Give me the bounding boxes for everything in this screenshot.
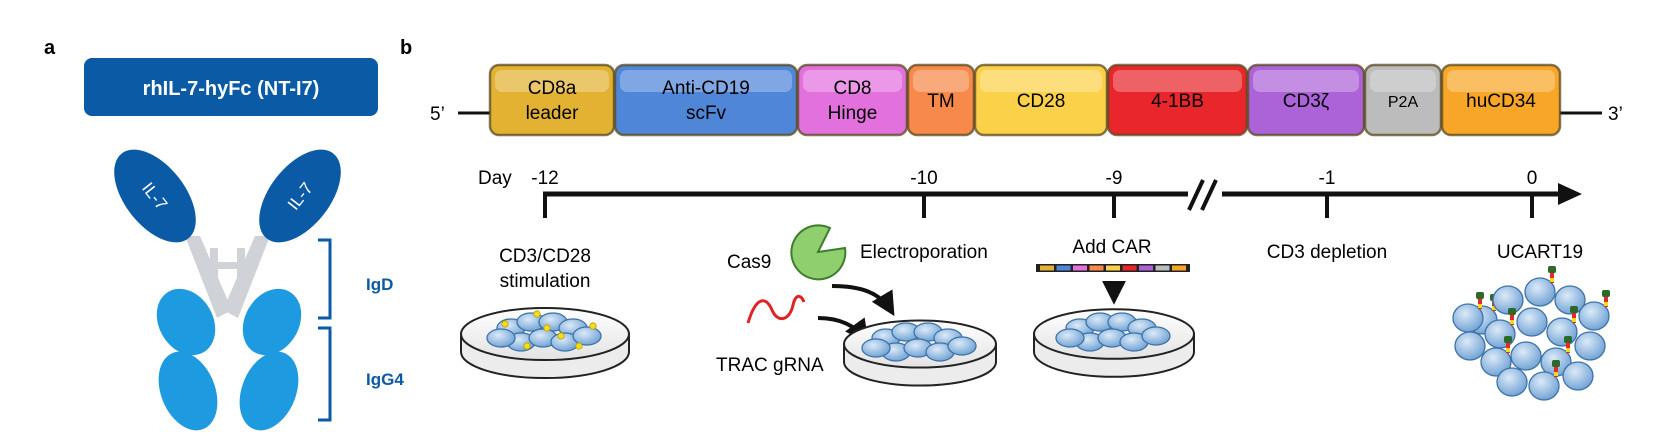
- car-t-cell-icon: [1496, 367, 1528, 397]
- construct-segment-9-label-1: huCD34: [1466, 91, 1536, 112]
- timeline-tick-label-5: 0: [1527, 168, 1538, 189]
- cell-icon: [861, 338, 891, 358]
- construct-segment-7-label-1: CD3ζ: [1283, 91, 1330, 112]
- car-t-cell-icon: [1574, 331, 1606, 361]
- panel-b-label: b: [400, 37, 412, 59]
- car-t-cell-icon: [1452, 303, 1484, 333]
- timeline-tick-label-1: -12: [531, 168, 558, 189]
- construct-segment-4-label-1: TM: [927, 91, 954, 112]
- il7-domain-left: IL-7: [114, 149, 196, 243]
- construct-segment-3-label-2: Hinge: [828, 103, 878, 124]
- culture-dish-1: [460, 306, 630, 380]
- panel-b: b 5’ 3’ CD8aleaderAnti-CD19scFvCD8HingeT…: [400, 37, 1623, 401]
- product-label: UCART19: [1497, 242, 1583, 263]
- construct-segment-2-label-1: Anti-CD19: [662, 78, 750, 99]
- day-label: Day: [478, 168, 512, 189]
- construct-segment-7: CD3ζ: [1246, 63, 1366, 137]
- cell-icon: [486, 328, 516, 348]
- construct-segment-1: CD8a leader: [488, 63, 616, 137]
- ucart-cell-cluster-icon: [1452, 266, 1610, 401]
- activation-bead-icon: [575, 342, 583, 350]
- step-product: UCART19: [1452, 242, 1610, 401]
- car-t-cell-icon: [1562, 361, 1594, 391]
- construct-segment-4: TM: [906, 63, 976, 137]
- stimulation-label-line1: CD3/CD28: [499, 246, 591, 267]
- activation-bead-icon: [589, 322, 597, 330]
- igd-bracket: [318, 238, 332, 320]
- activation-bead-icon: [533, 310, 541, 318]
- cell-icon: [1141, 326, 1171, 346]
- cas9-arrow: [831, 284, 895, 317]
- hinge-region: [185, 236, 270, 318]
- molecule-title-box: [84, 58, 378, 116]
- step-stimulation: CD3/CD28 stimulation: [460, 246, 630, 380]
- stimulation-label-line2: stimulation: [500, 271, 591, 292]
- three-prime-label: 3’: [1608, 104, 1623, 125]
- car-t-cell-icon: [1528, 371, 1560, 401]
- panel-a: a rhIL-7-hyFc (NT-I7) IL-7 IL-7: [44, 37, 404, 431]
- timeline-break-mark-2: [1200, 179, 1218, 211]
- construct-segment-9: huCD34: [1440, 63, 1562, 137]
- molecule-title: rhIL-7-hyFc (NT-I7): [143, 78, 320, 100]
- timeline-tick-label-4: -1: [1319, 168, 1336, 189]
- construct-segment-8-label-1: P2A: [1388, 94, 1419, 111]
- culture-dish-3: [1033, 308, 1195, 378]
- car-t-cell-icon: [1492, 285, 1524, 315]
- step-add-car: Add CAR: [1033, 237, 1195, 378]
- il7-domain-right: IL-7: [259, 149, 341, 243]
- construct-segment-5: CD28: [973, 63, 1109, 137]
- culture-dish-2: [843, 319, 997, 387]
- car-t-cell-icon: [1516, 307, 1548, 337]
- car-t-cell-icon: [1524, 277, 1556, 307]
- construct-segment-2-label-2: scFv: [686, 103, 727, 124]
- timeline-tick-label-2: -10: [910, 168, 937, 189]
- construct-segment-6-label-1: 4-1BB: [1151, 91, 1204, 112]
- activation-bead-icon: [523, 342, 531, 350]
- construct-segment-2: Anti-CD19 scFv: [613, 63, 799, 137]
- construct-segment-8: P2A: [1363, 63, 1443, 137]
- construct-segment-5-label-1: CD28: [1017, 91, 1066, 112]
- depletion-label: CD3 depletion: [1267, 242, 1387, 263]
- activation-bead-icon: [543, 324, 551, 332]
- timeline-tick-label-3: -9: [1106, 168, 1123, 189]
- grna-label: TRAC gRNA: [716, 355, 824, 376]
- car-t-cell-icon: [1454, 331, 1486, 361]
- construct-segment-6: 4-1BB: [1106, 63, 1249, 137]
- cell-icon: [572, 326, 602, 346]
- timeline-arrowhead: [1558, 183, 1582, 205]
- igg4-label: IgG4: [366, 370, 404, 389]
- car-vector-strip-icon: [1036, 264, 1190, 272]
- car-t-cell-icon: [1510, 341, 1542, 371]
- fc-domains: [156, 288, 302, 431]
- igd-label: IgD: [366, 275, 393, 294]
- igg4-bracket: [318, 326, 332, 422]
- construct-segment-3-label-1: CD8: [833, 78, 871, 99]
- activation-bead-icon: [557, 332, 565, 340]
- cas9-icon: [790, 224, 847, 281]
- cas9-label: Cas9: [727, 252, 771, 273]
- step-electroporation: Cas9 Electroporation TRAC gRNA: [716, 224, 997, 387]
- car-t-cell-icon: [1578, 301, 1610, 331]
- construct-segment-1-label-1: CD8a: [528, 78, 577, 99]
- grna-strand-icon: [746, 294, 806, 324]
- five-prime-label: 5’: [430, 104, 445, 125]
- cell-icon: [1055, 328, 1085, 348]
- timeline-break-mark-1: [1187, 179, 1205, 211]
- construct-segment-1-label-2: leader: [526, 103, 579, 124]
- cell-icon: [947, 336, 977, 356]
- panel-a-label: a: [44, 37, 56, 59]
- electroporation-label: Electroporation: [860, 242, 988, 263]
- car-t-cell-icon: [1480, 347, 1512, 377]
- add-car-label: Add CAR: [1072, 237, 1151, 258]
- activation-bead-icon: [501, 320, 509, 328]
